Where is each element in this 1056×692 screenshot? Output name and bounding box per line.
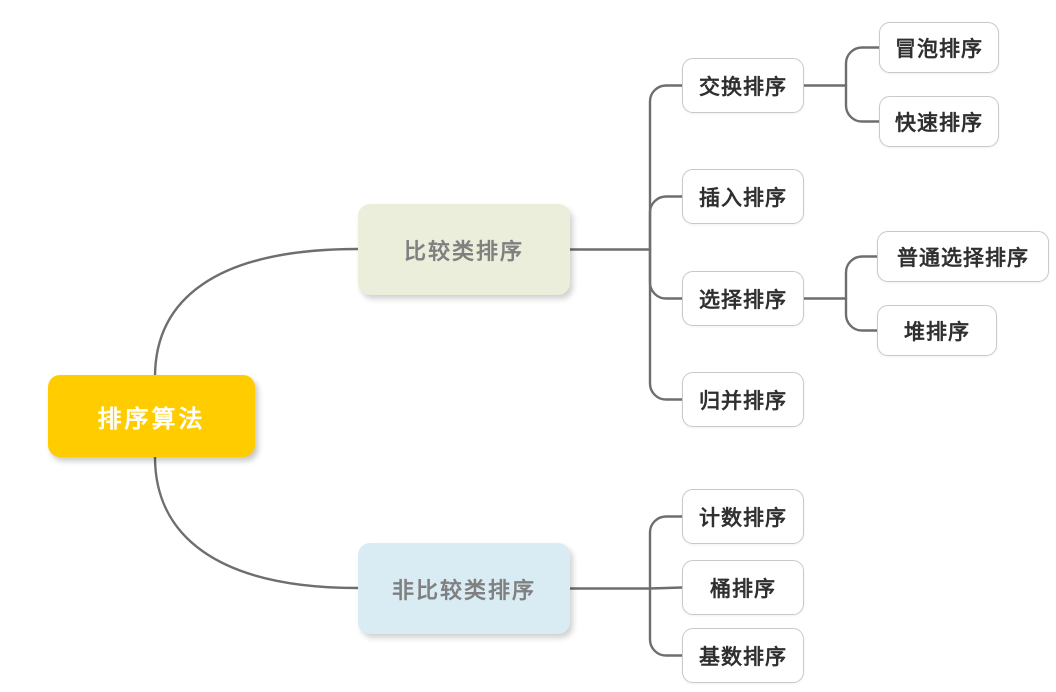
- node-simple-selection-sort-label: 普通选择排序: [897, 245, 1029, 270]
- node-counting-sort-label: 计数排序: [699, 505, 787, 530]
- node-merge-sort[interactable]: 归并排序: [682, 372, 804, 427]
- node-root[interactable]: 排序算法: [48, 375, 255, 457]
- node-heap-sort-label: 堆排序: [904, 319, 970, 344]
- node-exchange-sort-label: 交换排序: [699, 74, 787, 99]
- node-selection-sort[interactable]: 选择排序: [682, 271, 804, 326]
- node-quick-sort[interactable]: 快速排序: [879, 96, 999, 147]
- node-quick-sort-label: 快速排序: [895, 110, 983, 135]
- node-radix-sort-label: 基数排序: [699, 644, 787, 669]
- node-exchange-sort[interactable]: 交换排序: [682, 58, 804, 113]
- edge-root-branch-1: [153, 455, 360, 590]
- edge-branch-1-link-1: [648, 586, 684, 590]
- edge-branch-1-link-0: [648, 515, 684, 590]
- edge-branch-0-link-2: [648, 248, 684, 300]
- node-counting-sort[interactable]: 计数排序: [682, 489, 804, 544]
- edge-root-branch-0: [153, 247, 360, 379]
- node-insertion-sort-label: 插入排序: [699, 185, 787, 210]
- edge-sub-0-2-link-0: [844, 255, 879, 300]
- edge-sub-0-2-link-1: [844, 297, 879, 332]
- edge-sub-0-0-link-0: [844, 46, 881, 87]
- edge-branch-0-link-3: [648, 248, 684, 401]
- edge-branch-0-link-1: [648, 195, 684, 251]
- node-branch-comparison-label: 比较类排序: [403, 239, 524, 265]
- node-branch-comparison[interactable]: 比较类排序: [358, 204, 570, 295]
- edge-sub-0-0-link-1: [844, 84, 881, 123]
- node-insertion-sort[interactable]: 插入排序: [682, 169, 804, 224]
- node-bucket-sort-label: 桶排序: [710, 576, 776, 601]
- node-merge-sort-label: 归并排序: [699, 388, 787, 413]
- node-simple-selection-sort[interactable]: 普通选择排序: [877, 231, 1049, 282]
- node-branch-non-comparison-label: 非比较类排序: [391, 578, 536, 604]
- node-root-label: 排序算法: [97, 404, 206, 433]
- node-bubble-sort-label: 冒泡排序: [895, 36, 983, 61]
- node-radix-sort[interactable]: 基数排序: [682, 628, 804, 683]
- node-selection-sort-label: 选择排序: [699, 287, 787, 312]
- edge-branch-1-link-2: [648, 587, 684, 657]
- edge-branch-0-link-0: [648, 84, 684, 251]
- node-branch-non-comparison[interactable]: 非比较类排序: [358, 543, 570, 634]
- node-bucket-sort[interactable]: 桶排序: [682, 560, 804, 615]
- node-bubble-sort[interactable]: 冒泡排序: [879, 22, 999, 73]
- node-heap-sort[interactable]: 堆排序: [877, 305, 997, 356]
